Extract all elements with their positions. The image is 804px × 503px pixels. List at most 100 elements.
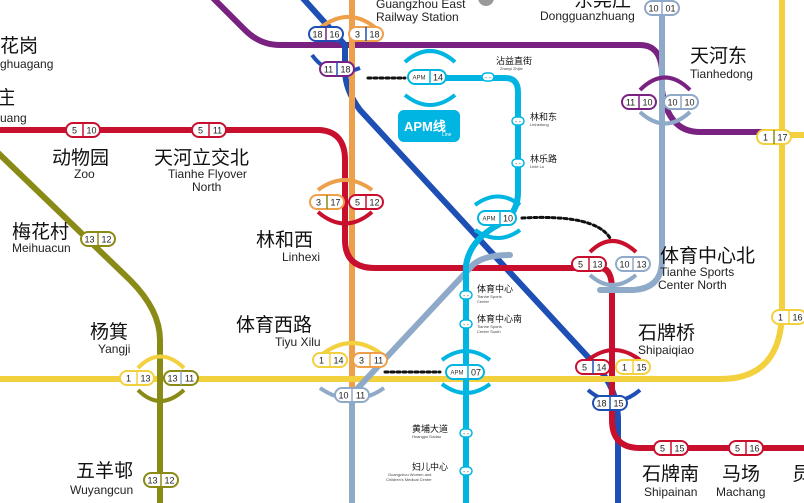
apm-stop-sports[interactable]: - - <box>459 290 473 300</box>
ring-shipaiqiao-top <box>586 348 642 362</box>
badge-station-code: 16 <box>329 30 339 40</box>
badge-line-code: 3 <box>355 30 360 40</box>
machang-badge[interactable]: 5 16 <box>728 440 764 456</box>
sports-north-en-1: Tianhe Sports <box>660 265 734 279</box>
apm-line-logo[interactable]: APM线 Line <box>398 110 460 142</box>
badge-station-code: 11 <box>213 126 222 136</box>
apm-stop-code: - - <box>463 323 469 329</box>
apm-station-code: 14 <box>433 73 443 83</box>
ring-tiyu-top <box>318 341 386 358</box>
badge-station-code: 15 <box>613 399 623 409</box>
badge-line-code: 5 <box>355 198 360 208</box>
apm-stop-zhanyi[interactable]: - - <box>481 72 495 82</box>
apm-stops[interactable]: - - - - - - - - - - - - - - <box>459 72 525 476</box>
apm-linlelu-en: Linle Lu <box>530 164 544 169</box>
shipaiqiao-en: Shipaiqiao <box>638 343 694 357</box>
ring-apm07-bot <box>440 382 492 395</box>
apm-huangpu-zh: 黄埔大道 <box>412 423 448 435</box>
badge-station-code: 13 <box>140 374 150 384</box>
apm-stop-huangpu[interactable]: - - <box>459 428 473 438</box>
apm-station-code: 10 <box>503 214 513 224</box>
apm-prefix: APM <box>450 371 463 377</box>
huagang-zh: 花岗 <box>0 35 38 57</box>
apm-sports-south-en-1: Tianhe Sports <box>477 324 502 329</box>
badge-station-code: 18 <box>340 65 350 75</box>
badge-line-code: 18 <box>312 30 322 40</box>
badge-station-code: 14 <box>596 363 606 373</box>
badge-line-code: 3 <box>316 198 321 208</box>
ring-linhexi-top <box>316 178 374 192</box>
ring-tianhedong-bot <box>638 110 692 126</box>
apm-sports-south-en-2: Center South <box>477 329 501 334</box>
yangji-badge-1[interactable]: 1 13 <box>119 370 155 386</box>
dongguanzhuang-zh: 东莞庄 <box>574 0 631 11</box>
apm-stop-linlelu[interactable]: - - <box>511 158 525 168</box>
edge-station-zh: 员 <box>792 463 804 485</box>
shipainan-en: Shipainan <box>644 485 697 499</box>
flyover-zh: 天河立交北 <box>154 147 249 169</box>
dongguanzhuang-en: Dongguanzhuang <box>540 9 635 23</box>
apm-stop-code: - - <box>515 162 521 168</box>
apm-stop-women[interactable]: - - <box>459 466 473 476</box>
badge-station-code: 10 <box>86 126 96 136</box>
badge-line-code: 5 <box>735 444 740 454</box>
machang-en: Machang <box>716 485 765 499</box>
apm-sports-en-1: Tianhe Sports <box>477 294 502 299</box>
ring-apm07-top <box>440 349 492 362</box>
linhexi-en: Linhexi <box>282 250 320 264</box>
apm-linlelu-zh: 林乐路 <box>530 153 557 165</box>
apm-line-path <box>437 75 521 503</box>
zhuang-en: uang <box>0 111 27 125</box>
badge-station-code: 17 <box>777 133 787 143</box>
badge-station-code: 15 <box>674 444 684 454</box>
line-11-path <box>353 0 665 393</box>
apm-women-zh: 妇儿中心 <box>412 461 448 473</box>
shipaiqiao-zh: 石牌桥 <box>638 322 695 344</box>
line-5-path <box>0 127 804 451</box>
badge-line-code: 1 <box>126 374 131 384</box>
line-6-path <box>210 0 773 135</box>
apm-stop-linhedong[interactable]: - - <box>511 116 525 126</box>
sports-north-en-2: Center North <box>658 278 727 292</box>
badge-line-code: 13 <box>84 235 94 245</box>
ring-linhexi-bot <box>316 210 374 226</box>
apm-zhanyi-zh: 沾益直街 <box>496 55 532 67</box>
apm-stop-code: - - <box>463 294 469 300</box>
badge-station-code: 16 <box>792 313 802 323</box>
meihuacun-zh: 梅花村 <box>12 221 69 243</box>
transfer-dotted-2 <box>520 215 612 240</box>
badge-station-code: 16 <box>749 444 759 454</box>
apm-logo-bg <box>398 110 460 142</box>
apm-stop-sports-south[interactable]: - - <box>459 319 473 329</box>
badge-line-code: 10 <box>648 4 658 14</box>
